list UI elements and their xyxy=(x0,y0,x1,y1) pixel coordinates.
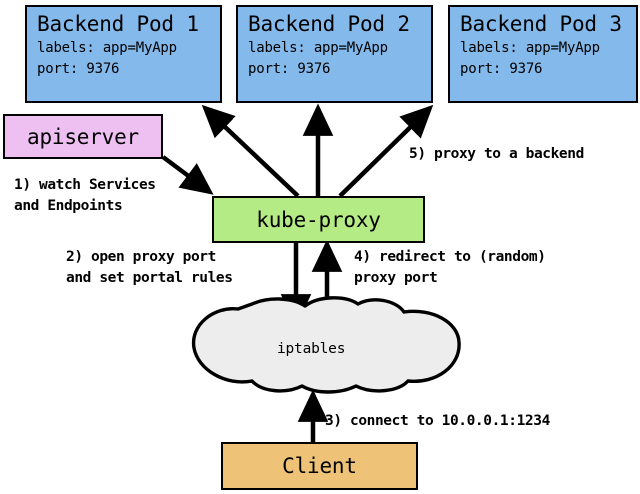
backend-pod-3-port: port: 9376 xyxy=(460,61,543,77)
annotation-step-2: 2) open proxy port and set portal rules xyxy=(66,249,233,286)
backend-pod-3-title: Backend Pod 3 xyxy=(460,12,622,36)
arrow-kubeproxy-to-pod1 xyxy=(201,104,300,198)
backend-pod-2-labels: labels: app=MyApp xyxy=(248,40,388,56)
annotation-step-1: 1) watch Services and Endpoints xyxy=(14,177,156,214)
arrow-apiserver-to-kubeproxy xyxy=(161,155,214,195)
kube-proxy-box: kube-proxy xyxy=(212,196,425,243)
kube-proxy-label: kube-proxy xyxy=(256,207,381,232)
apiserver-label: apiserver xyxy=(27,124,139,149)
backend-pod-1-port: port: 9376 xyxy=(37,61,120,77)
annotation-step-3: 3) connect to 10.0.0.1:1234 xyxy=(325,413,550,429)
backend-pod-2-title: Backend Pod 2 xyxy=(248,12,410,36)
iptables-cloud-shape xyxy=(191,296,461,394)
backend-pod-1-box: Backend Pod 1 labels: app=MyApp port: 93… xyxy=(25,5,222,103)
backend-pod-3-box: Backend Pod 3 labels: app=MyApp port: 93… xyxy=(448,5,638,103)
backend-pod-2-box: Backend Pod 2 labels: app=MyApp port: 93… xyxy=(236,5,433,103)
backend-pod-2-port: port: 9376 xyxy=(248,61,331,77)
apiserver-box: apiserver xyxy=(3,114,163,159)
backend-pod-1-title: Backend Pod 1 xyxy=(37,12,199,36)
annotation-step-4: 4) redirect to (random) proxy port xyxy=(354,249,546,286)
arrow-kubeproxy-to-pod3 xyxy=(338,104,434,198)
backend-pod-3-labels: labels: app=MyApp xyxy=(460,40,600,56)
iptables-label: iptables xyxy=(277,341,346,357)
backend-pod-1-labels: labels: app=MyApp xyxy=(37,40,177,56)
client-label: Client xyxy=(282,454,357,478)
client-box: Client xyxy=(221,442,418,490)
annotation-step-5: 5) proxy to a backend xyxy=(409,146,584,162)
